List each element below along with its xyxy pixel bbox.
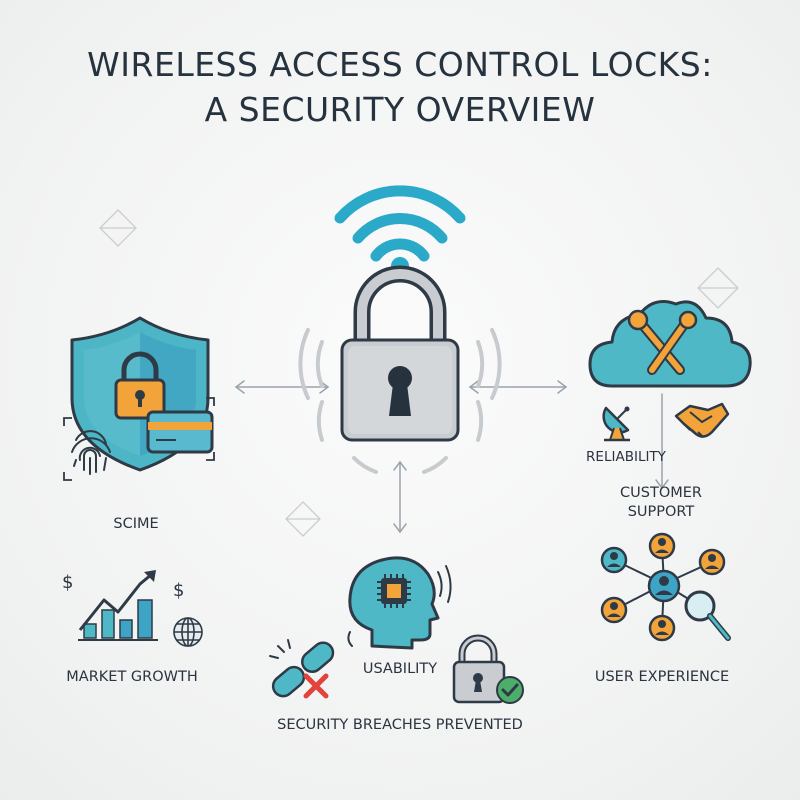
customer-support-label: CUSTOMER SUPPORT	[596, 484, 726, 522]
checkmark-icon	[496, 676, 524, 704]
signal-waves	[298, 328, 502, 474]
user-avatar-icon	[600, 546, 628, 574]
title-line-2: A SECURITY OVERVIEW	[204, 90, 596, 129]
reliability-label: RELIABILITY	[586, 449, 666, 465]
diamond-icon	[697, 267, 739, 309]
lock-icon	[114, 351, 166, 420]
security-breaches-label: SECURITY BREACHES PREVENTED	[277, 717, 523, 733]
scan-frame-corners	[63, 397, 215, 481]
user-avatar-icon	[648, 614, 676, 642]
credit-card-icon	[146, 410, 214, 454]
market-growth-label: MARKET GROWTH	[66, 669, 198, 685]
diamond-icon	[285, 501, 321, 537]
red-x-icon	[303, 673, 329, 699]
user-experience-label: USER EXPERIENCE	[594, 669, 730, 685]
microchip-icon	[377, 574, 411, 608]
screwdriver-icon	[647, 310, 698, 375]
usability-label: USABILITY	[362, 661, 438, 677]
dollar-sign-icon: $	[62, 572, 74, 593]
user-avatar-icon	[600, 596, 628, 624]
dollar-sign-icon: $	[173, 580, 185, 601]
customer-support-line-1: CUSTOMER	[620, 485, 702, 501]
magnifier-icon	[684, 590, 731, 641]
diamond-icon	[99, 209, 137, 247]
globe-icon	[173, 617, 203, 647]
user-avatar-icon	[648, 532, 676, 560]
title-line-1: WIRELESS ACCESS CONTROL LOCKS:	[87, 45, 713, 84]
scime-label: SCIME	[113, 516, 159, 532]
fingerprint-icon	[71, 430, 111, 475]
padlock-icon	[340, 265, 460, 442]
user-avatar-icon	[647, 569, 681, 603]
page-title: WIRELESS ACCESS CONTROL LOCKS: A SECURIT…	[0, 42, 800, 132]
wrench-icon	[627, 309, 685, 375]
user-avatar-icon	[698, 548, 726, 576]
customer-support-line-2: SUPPORT	[627, 504, 695, 520]
